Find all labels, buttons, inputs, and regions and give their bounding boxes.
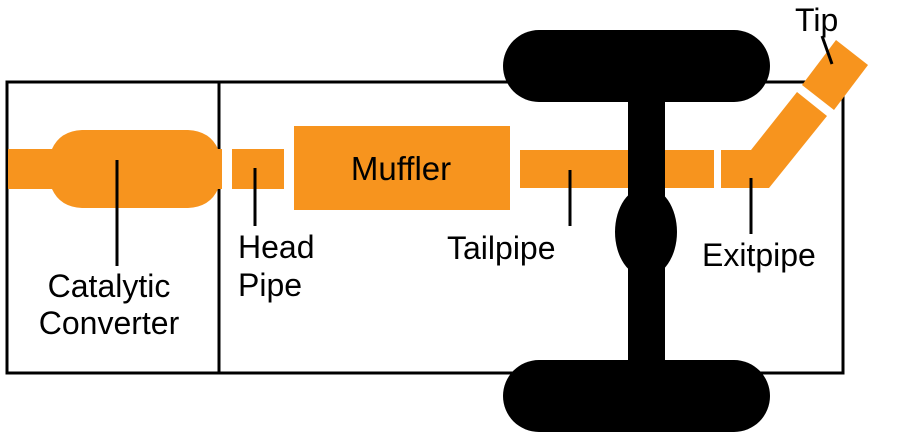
label-muffler: Muffler [351, 150, 451, 187]
label-exitpipe: Exitpipe [702, 237, 816, 273]
head-pipe-shape [232, 149, 284, 189]
differential-shape [615, 187, 677, 277]
muffler-shape [294, 126, 510, 210]
tailpipe-shape [520, 150, 714, 188]
rear-wheel-shape [503, 360, 770, 432]
label-tailpipe: Tailpipe [447, 230, 556, 266]
tip-shape [802, 40, 868, 110]
front-wheel-shape [503, 30, 770, 102]
label-catalytic-converter-line2: Converter [39, 305, 180, 341]
label-head-pipe-line2: Pipe [238, 267, 302, 303]
label-catalytic-converter-line1: Catalytic [48, 268, 171, 304]
vehicle-frame-outline [5, 80, 845, 375]
exitpipe-shape [721, 92, 827, 188]
label-head-pipe-line1: Head [238, 229, 315, 265]
label-tip: Tip [795, 2, 838, 38]
leader-line-tip [820, 35, 834, 65]
catalytic-converter-shape [52, 130, 218, 208]
